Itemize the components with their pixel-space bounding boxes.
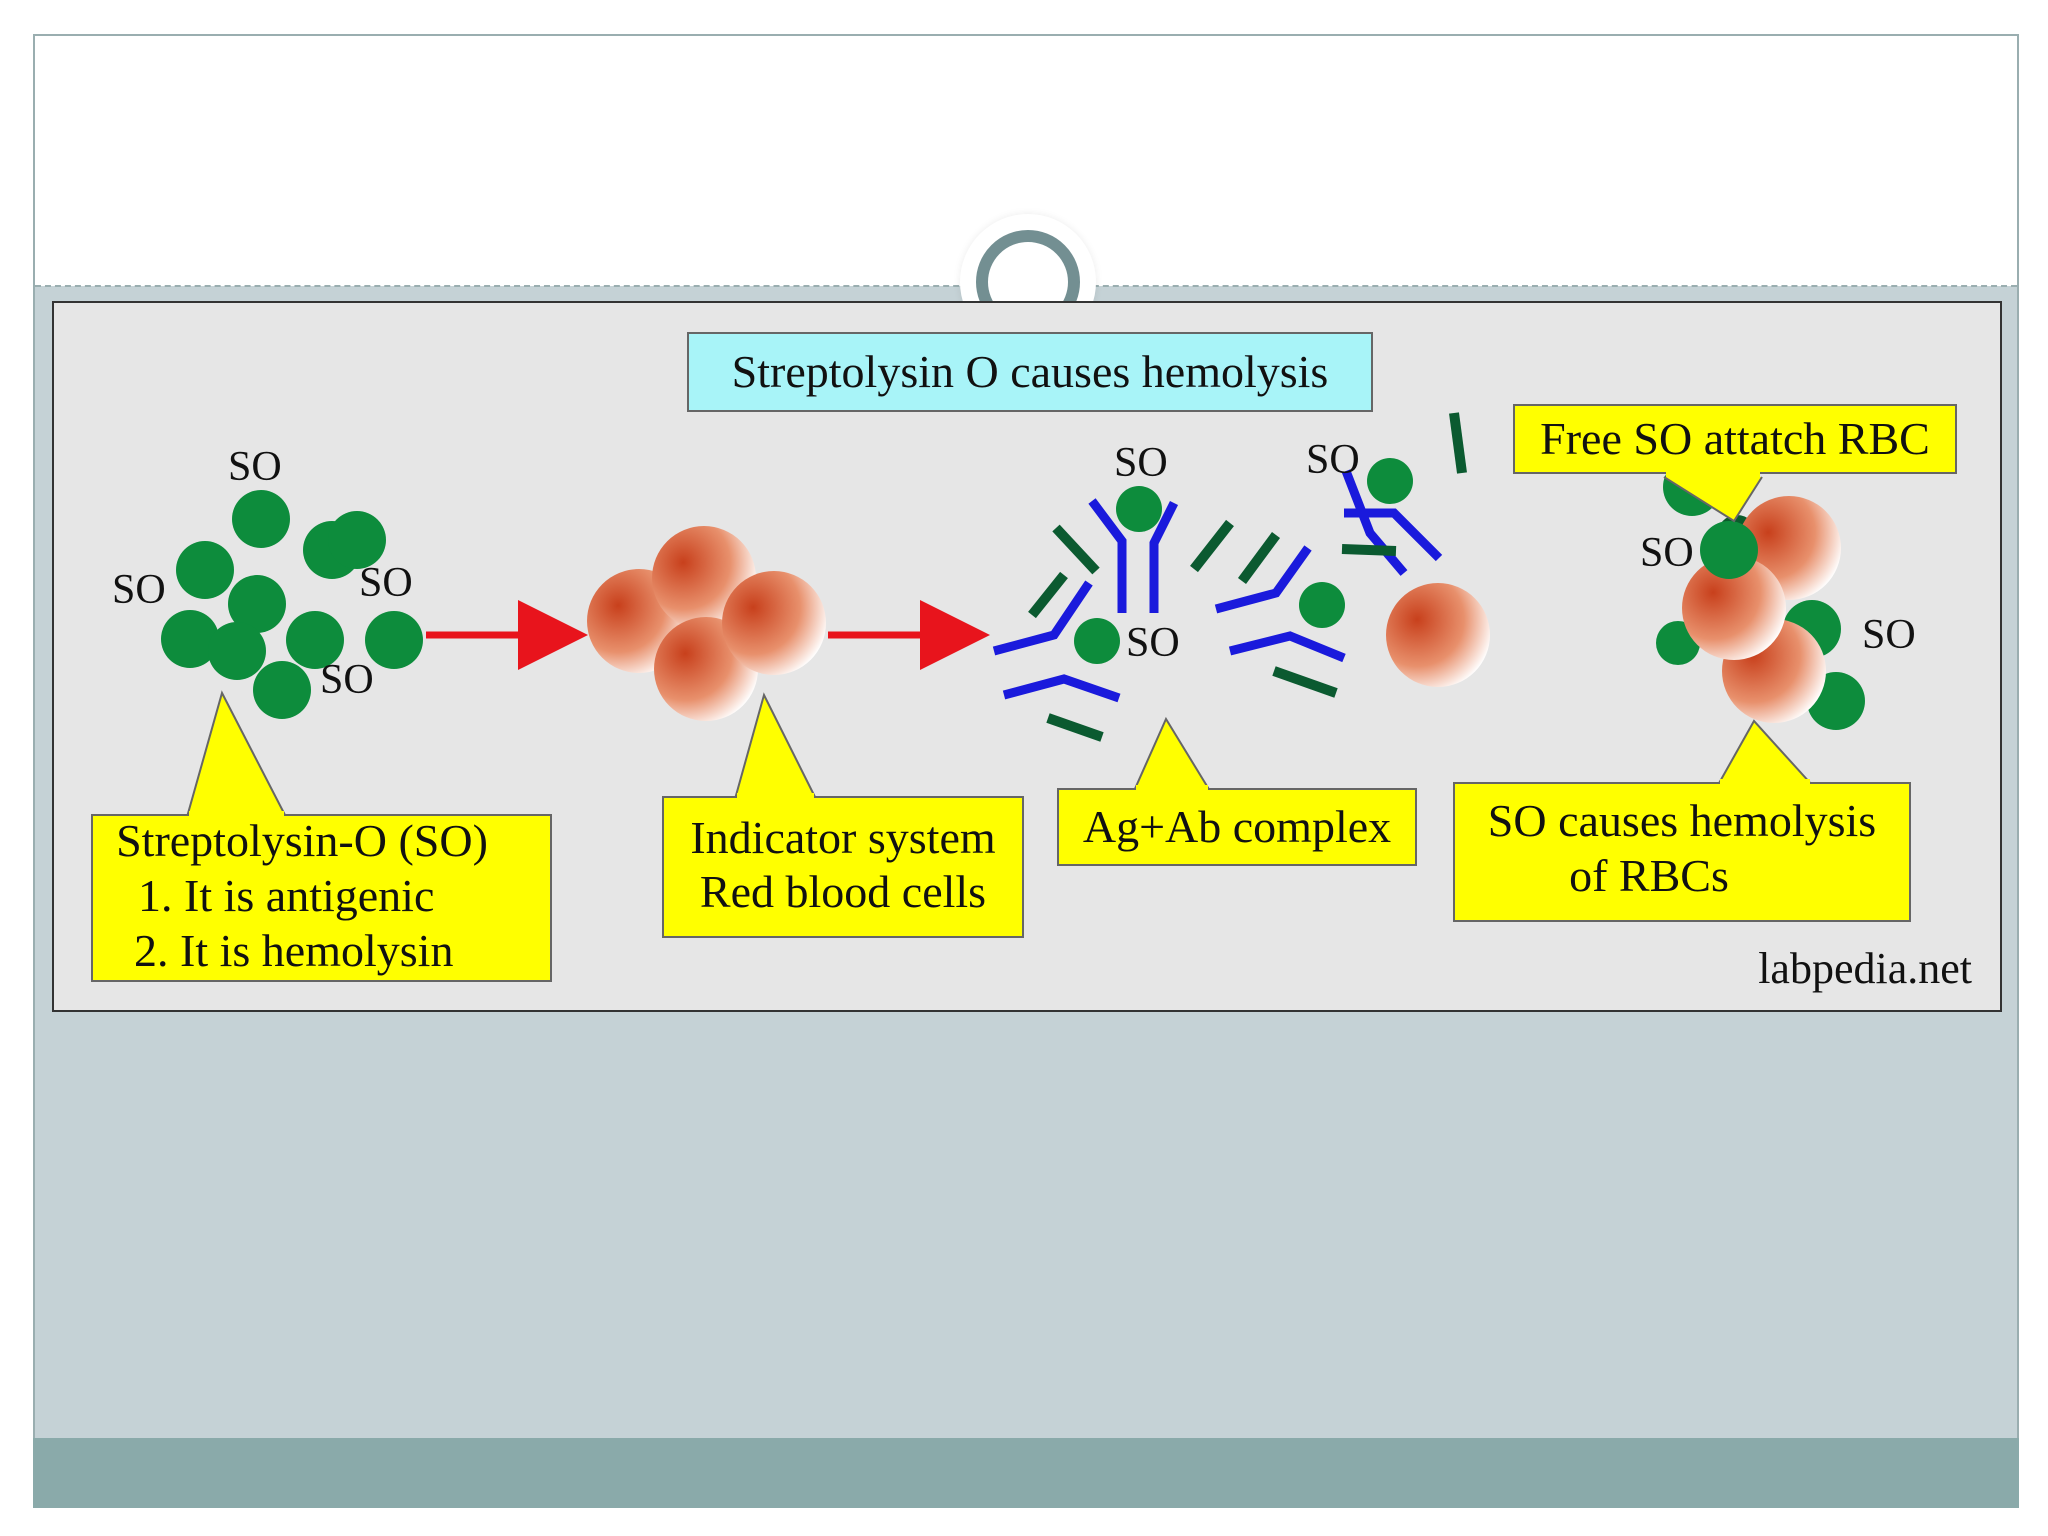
hemolysis-callout: SO causes hemolysis of RBCs [1453, 719, 1911, 922]
rbc-cell [1386, 583, 1490, 687]
so-label: SO [320, 657, 374, 703]
hemolysis-group [1656, 458, 1865, 730]
antibody-icon [1214, 545, 1312, 614]
diagram-canvas: Streptolysin O causes hemolysis SO SO SO… [91, 332, 1972, 993]
watermark: labpedia.net [1758, 944, 1972, 993]
antibody-icon [1088, 498, 1127, 613]
so-cluster [161, 490, 423, 719]
so-dot [253, 661, 311, 719]
so-label: SO [228, 444, 282, 490]
so-label: SO [1126, 620, 1180, 666]
so-label: SO [359, 560, 413, 606]
diagram-title-box: Streptolysin O causes hemolysis [687, 332, 1373, 412]
slide-footer-strip [33, 1438, 2019, 1508]
so-dot [365, 611, 423, 669]
rbc-cell [1682, 556, 1786, 660]
indicator-line-2: Red blood cells [700, 866, 986, 917]
rbc-cluster [587, 526, 826, 721]
so-dot [1299, 582, 1345, 628]
so-label: SO [112, 567, 166, 613]
so-dot [328, 511, 386, 569]
complex-callout: Ag+Ab complex [1057, 716, 1417, 866]
so-dot [1116, 486, 1162, 532]
antibody-icon [1341, 469, 1408, 576]
so-label: SO [1640, 530, 1694, 576]
antibody-icon [1228, 631, 1346, 663]
hemolysis-diagram: Streptolysin O causes hemolysis SO SO SO… [52, 301, 2002, 1012]
antibody-fragment-icon [1341, 544, 1397, 556]
antibody-fragment-icon [1237, 532, 1281, 584]
indicator-line-1: Indicator system [690, 812, 996, 863]
streptolysin-callout: Streptolysin-O (SO) 1. It is antigenic 2… [91, 690, 552, 982]
antibody-fragment-icon [1449, 412, 1467, 474]
so-dot [228, 575, 286, 633]
complex-label: Ag+Ab complex [1083, 801, 1391, 852]
hemolysis-line-2: of RBCs [1569, 850, 1729, 901]
streptolysin-point-2: 2. It is hemolysin [134, 925, 453, 976]
so-dot [176, 541, 234, 599]
so-dot [1074, 618, 1120, 664]
diagram-title: Streptolysin O causes hemolysis [732, 346, 1329, 397]
streptolysin-point-1: 1. It is antigenic [138, 870, 434, 921]
hemolysis-line-1: SO causes hemolysis [1488, 795, 1876, 846]
so-label: SO [1114, 440, 1168, 486]
so-label: SO [1862, 612, 1916, 658]
antibody-fragment-icon [1046, 713, 1104, 742]
antibody-icon [1002, 674, 1121, 703]
so-dot [1367, 458, 1413, 504]
ag-ab-complex [992, 412, 1467, 742]
so-dot [161, 610, 219, 668]
antibody-icon [1344, 508, 1443, 562]
streptolysin-title: Streptolysin-O (SO) [116, 815, 488, 866]
antibody-icon [1149, 500, 1179, 613]
antibody-fragment-icon [1190, 519, 1234, 573]
free-so-label: Free SO attatch RBC [1540, 413, 1930, 464]
so-dot [1700, 521, 1758, 579]
antibody-icon [992, 580, 1093, 656]
antibody-fragment-icon [1028, 571, 1068, 619]
so-dot [286, 611, 344, 669]
so-label: SO [1306, 437, 1360, 483]
rbc-cell [722, 571, 826, 675]
antibody-fragment-icon [1272, 666, 1338, 698]
so-dot [208, 622, 266, 680]
antibody-fragment-icon [1052, 524, 1100, 575]
free-so-callout: Free SO attatch RBC [1513, 404, 1957, 523]
so-dot [232, 490, 290, 548]
indicator-callout: Indicator system Red blood cells [662, 692, 1024, 938]
